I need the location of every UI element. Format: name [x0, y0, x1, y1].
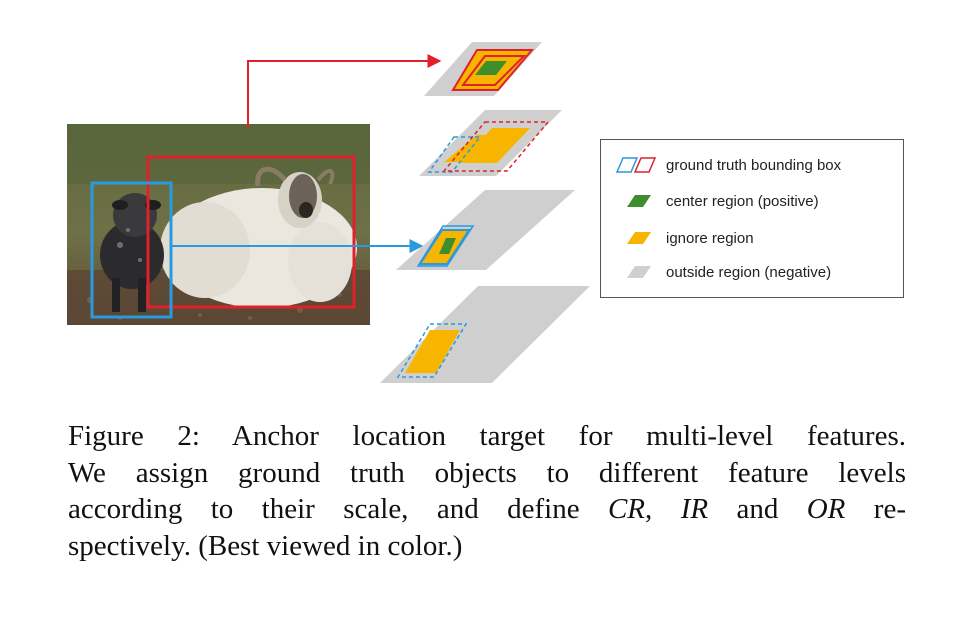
legend-label-center-region: center region (positive): [666, 192, 819, 210]
legend: ground truth bounding box center region …: [600, 139, 904, 298]
figure-diagram: [67, 42, 590, 383]
legend-item-center-region: center region (positive): [601, 188, 903, 214]
legend-label-outside-region: outside region (negative): [666, 263, 832, 281]
caption-line-3: according to their scale, and define CR,…: [68, 491, 906, 528]
green-parallelogram-icon: [627, 195, 651, 207]
caption-line-4: spectively. (Best viewed in color.): [68, 529, 463, 562]
dual-outline-parallelogram-icon: [615, 157, 657, 173]
legend-item-ground-truth: ground truth bounding box: [601, 152, 903, 178]
legend-label-ignore-region: ignore region: [666, 229, 754, 247]
gray-parallelogram-icon: [627, 266, 651, 278]
caption-title: Anchor location target for multi-level f…: [199, 420, 906, 452]
caption-figure-label: Figure 2:: [68, 420, 200, 452]
lamb-bounding-box: [90, 181, 173, 319]
sheep-bounding-box: [146, 155, 356, 309]
or-symbol: OR: [806, 493, 846, 525]
caption-and: and: [708, 493, 807, 525]
caption-comma: ,: [645, 493, 681, 525]
caption-line-3-text: according to their scale, and define: [68, 493, 608, 525]
caption-line-3-end: re-: [845, 493, 906, 525]
feature-level-4: [380, 286, 590, 383]
legend-item-ignore-region: ignore region: [601, 225, 903, 251]
sheep-photo: [67, 124, 370, 325]
cr-symbol: CR: [607, 493, 646, 525]
caption-line-1: Figure 2: Anchor location target for mul…: [68, 418, 906, 455]
orange-parallelogram-icon: [627, 232, 651, 244]
ir-symbol: IR: [680, 493, 709, 525]
legend-label-ground-truth: ground truth bounding box: [666, 156, 842, 174]
caption-line-2: We assign ground truth objects to differ…: [68, 456, 906, 489]
legend-item-outside-region: outside region (negative): [601, 259, 903, 285]
feature-level-2: [419, 110, 562, 176]
feature-level-3: [396, 190, 575, 270]
feature-level-1: [424, 42, 542, 96]
figure-caption: Figure 2: Anchor location target for mul…: [68, 418, 906, 564]
sheep-level-arrow: [247, 54, 442, 128]
